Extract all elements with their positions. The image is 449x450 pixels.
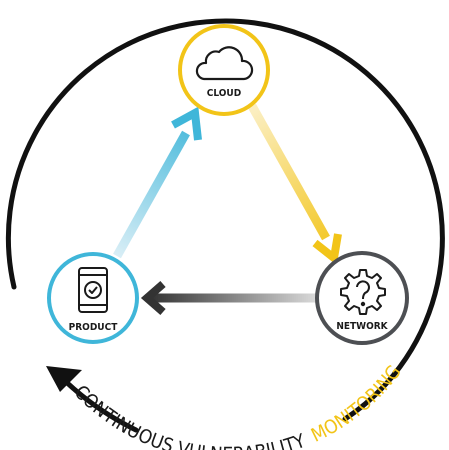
ring-caption-main: CONTINUOUS VULNERABILITY	[70, 381, 309, 450]
outer-ring	[5, 18, 445, 422]
tablet-check-icon	[78, 267, 108, 313]
arrow-network-to-product	[140, 280, 316, 316]
arrow-product-to-cloud	[113, 106, 202, 259]
node-network-label: NETWORK	[336, 321, 388, 332]
gear-question-icon	[340, 269, 386, 315]
ring-arrow-tail	[59, 375, 139, 433]
arrow-cloud-to-network	[248, 103, 342, 266]
node-network: NETWORK	[315, 251, 409, 345]
ring-caption: CONTINUOUS VULNERABILITY MONITORING	[70, 361, 406, 450]
node-product-label: PRODUCT	[69, 322, 119, 333]
node-cloud-label: CLOUD	[207, 88, 241, 99]
ring-arrowhead	[46, 366, 82, 392]
node-product: PRODUCT	[47, 252, 139, 344]
ring-caption-accent: MONITORING	[308, 361, 406, 447]
cloud-icon	[195, 46, 254, 81]
node-cloud: CLOUD	[178, 24, 270, 116]
